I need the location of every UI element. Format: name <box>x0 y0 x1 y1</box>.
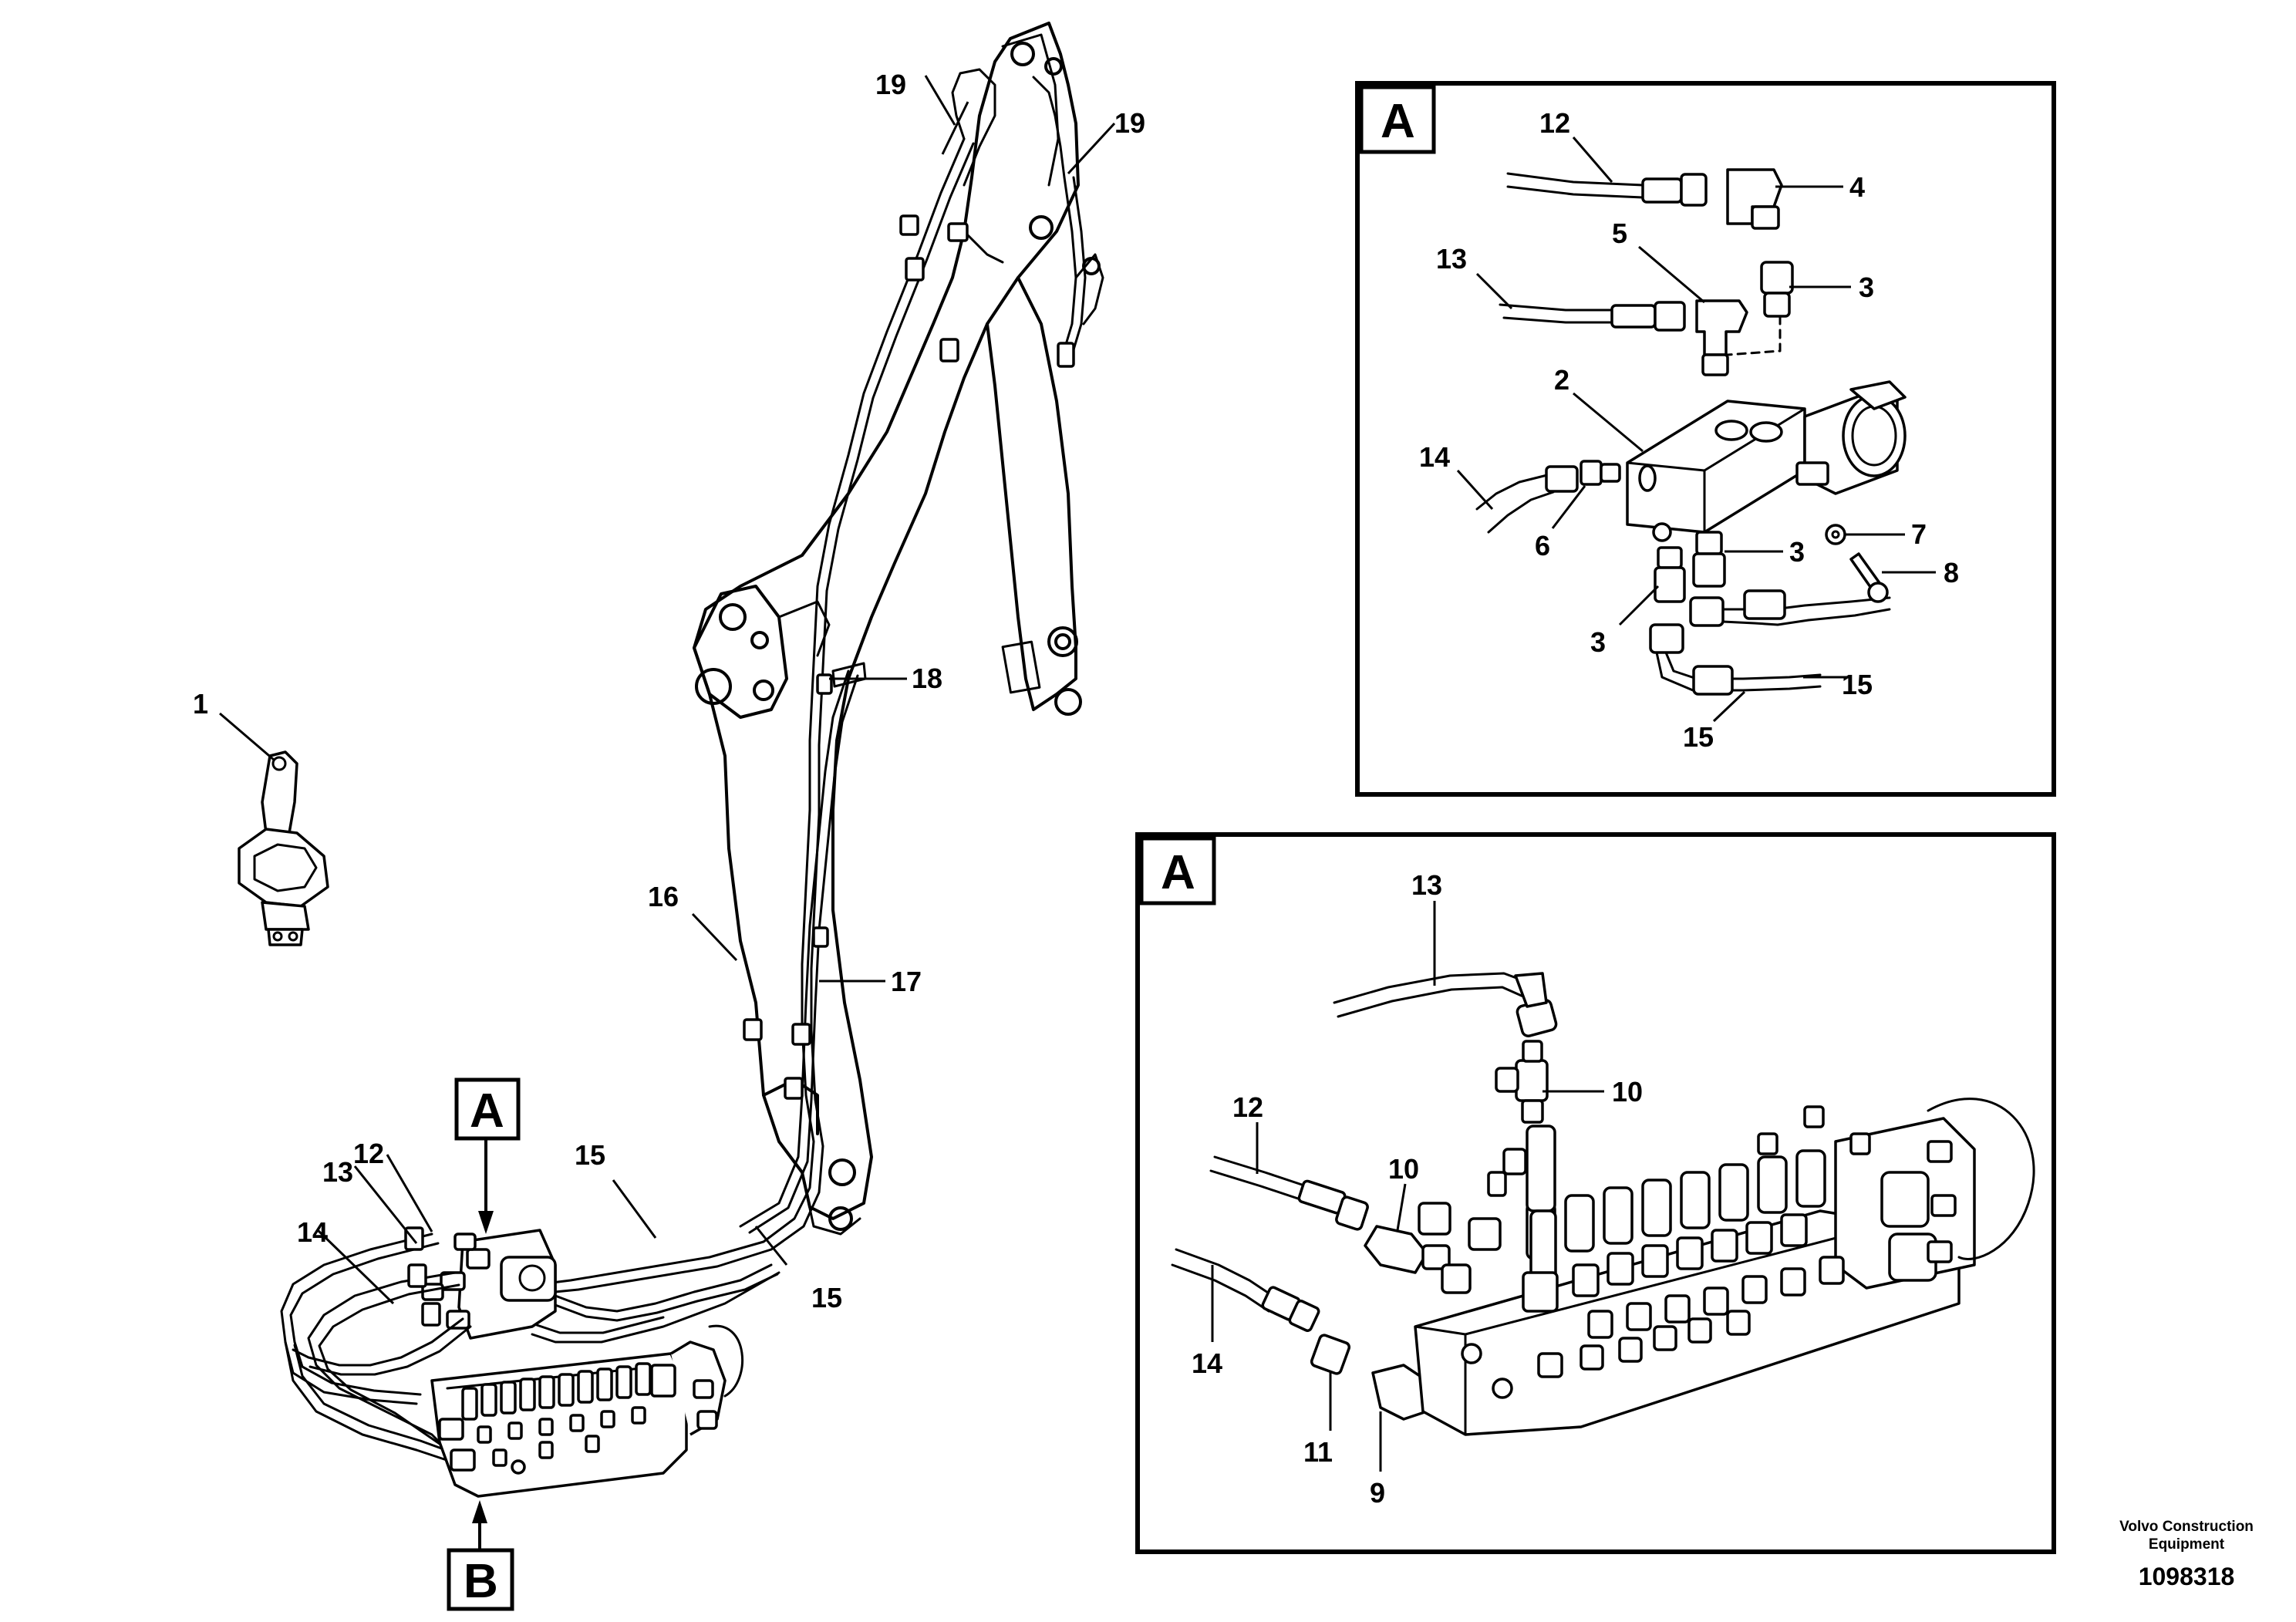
callout-14-top: 14 <box>1419 441 1450 473</box>
main-view-a-box <box>454 1077 521 1141</box>
callout-15-top-right: 15 <box>1842 669 1873 700</box>
view-letters: A B A A <box>447 95 1415 1611</box>
detail-bottom-label-box <box>1139 836 1216 905</box>
detail-bottom-leaders <box>1211 901 1604 1472</box>
callout-13-bottom: 13 <box>1411 869 1442 901</box>
maker-name-line1: Volvo Construction <box>2119 1519 2254 1535</box>
callout-18: 18 <box>912 663 942 694</box>
main-leader-lines <box>219 75 1116 1305</box>
callout-7: 7 <box>1911 518 1927 550</box>
joystick-part <box>238 750 329 946</box>
main-control-valve <box>430 1324 744 1498</box>
callout-12-bottom: 12 <box>1232 1091 1263 1123</box>
detail-top-label-box <box>1359 85 1436 154</box>
boom-hoses <box>507 68 1087 1295</box>
callout-9: 9 <box>1370 1477 1385 1509</box>
detail-top-view-a: A <box>1381 95 1415 148</box>
callout-10-top: 10 <box>1612 1076 1643 1108</box>
callout-15-top-bottom: 15 <box>1683 721 1714 753</box>
callout-5: 5 <box>1612 218 1627 249</box>
detail-frame-bottom <box>1135 832 2056 1554</box>
callout-12-main: 12 <box>353 1138 384 1169</box>
main-valve-block <box>421 1229 557 1340</box>
callout-15-lower: 15 <box>811 1282 842 1313</box>
callout-13-main: 13 <box>322 1156 353 1188</box>
callout-2: 2 <box>1554 364 1569 396</box>
callout-14-main: 14 <box>297 1216 328 1248</box>
boom-drawing <box>693 22 1104 1236</box>
callout-6: 6 <box>1535 530 1550 561</box>
callout-14-bottom: 14 <box>1192 1347 1222 1379</box>
callout-12-top: 12 <box>1539 107 1570 139</box>
callout-1: 1 <box>193 688 208 720</box>
callout-11: 11 <box>1303 1436 1333 1468</box>
callout-19-left: 19 <box>875 69 906 100</box>
callout-3-low: 3 <box>1590 626 1606 658</box>
detail-top-leaders <box>1456 137 1936 723</box>
callout-17: 17 <box>891 966 922 997</box>
callout-3-top: 3 <box>1859 271 1874 303</box>
detail-top-parts <box>1475 168 1907 696</box>
callout-3-mid: 3 <box>1789 536 1805 568</box>
callout-19-right: 19 <box>1114 107 1145 139</box>
callout-labels: 1 19 19 18 17 16 15 15 12 13 14 12 4 5 1… <box>193 69 1959 1509</box>
detail-bottom-view-a: A <box>1161 846 1195 899</box>
callout-10-left: 10 <box>1388 1153 1419 1185</box>
detail-bottom-parts <box>1171 972 2035 1436</box>
footer: Volvo Construction Equipment 1098318 <box>2119 1519 2254 1590</box>
callout-8: 8 <box>1944 557 1959 588</box>
main-view-b: B <box>464 1555 498 1608</box>
main-view-a: A <box>470 1084 504 1138</box>
callout-4: 4 <box>1849 171 1865 203</box>
callout-13-top: 13 <box>1436 243 1467 275</box>
detail-frame-top <box>1355 81 2056 797</box>
main-view-b-box <box>447 1548 514 1611</box>
document-number: 1098318 <box>2139 1563 2235 1590</box>
callout-16: 16 <box>648 881 679 912</box>
maker-name-line2: Equipment <box>2149 1536 2225 1553</box>
callout-15-left: 15 <box>575 1139 605 1171</box>
view-arrows <box>472 1136 494 1552</box>
